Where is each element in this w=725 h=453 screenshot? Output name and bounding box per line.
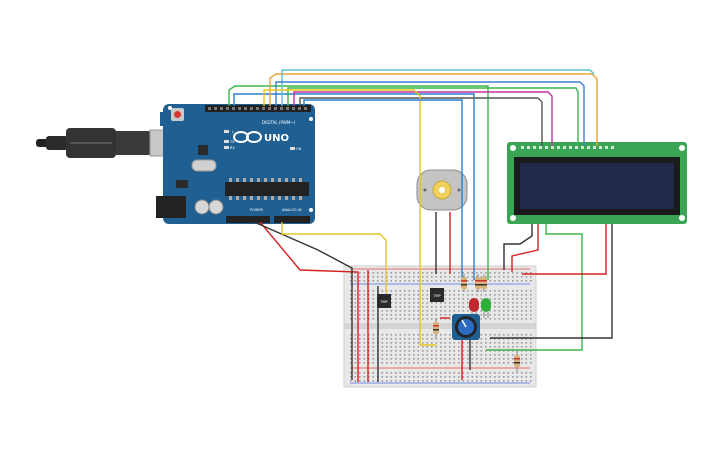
sensor-label-1: TMP [379,300,387,304]
capacitor-1 [194,199,210,215]
wire-lcd-contrast[interactable] [486,224,583,351]
temp-sensor-1[interactable]: TMP [377,294,391,308]
wire-lcd-backlight-neg[interactable] [490,224,613,339]
digital-wires [228,69,598,346]
potentiometer[interactable] [452,314,480,340]
arduino-logo-icon [233,131,262,143]
temp-sensor-2[interactable]: TMP [430,288,444,302]
resistor-1[interactable] [461,274,467,292]
power-header [226,216,270,223]
reset-button-cap[interactable] [174,111,181,118]
arduino-uno-board[interactable]: DIGITAL (PWM~) UNO L TX RX ON [156,104,315,224]
analog-header [274,216,310,223]
lcd-screen [520,163,674,209]
wire-magenta-lcd[interactable] [293,91,553,146]
wire-lcd-gnd[interactable] [503,224,533,270]
analog-label: ANALOG IN [282,208,302,212]
wire-lcd-vcc[interactable] [511,224,539,272]
dc-motor[interactable] [416,169,468,211]
wire-blue-led[interactable] [233,93,475,280]
breadboard[interactable] [343,265,537,388]
resistor-3[interactable] [481,274,487,292]
wire-5v[interactable] [259,221,359,382]
wire-yellow-motor[interactable] [263,89,436,346]
wire-green-lcd[interactable] [287,87,579,146]
lcd-display-16x2[interactable] [507,142,687,224]
sensor-label-2: TMP [432,294,440,298]
crystal-oscillator [191,159,217,172]
power-jack[interactable] [156,196,186,218]
usb-cable[interactable] [36,128,173,158]
resistor-5[interactable] [514,350,520,372]
wire-cyan-lcd[interactable] [281,69,595,106]
resistor-4[interactable] [433,318,439,338]
capacitor-2 [208,199,224,215]
resistor-2[interactable] [475,274,481,292]
led-green[interactable] [481,298,491,318]
digital-label: DIGITAL (PWM~) [262,120,296,125]
power-label: POWER [250,208,264,212]
led-label-l: L [232,130,234,134]
power-wires [253,212,613,382]
wire-green-led[interactable] [228,85,489,280]
board-model-label: UNO [264,133,289,144]
wire-blue-transistor[interactable] [303,99,463,282]
on-label: ON [296,147,302,151]
atmega-chip [225,182,309,196]
wire-a0-sensor[interactable] [281,222,387,296]
led-label-tx: TX [229,140,235,144]
wire-orange-lcd[interactable] [269,73,598,146]
wire-lcd-backlight-pos[interactable] [522,224,607,275]
wire-gray-lcd[interactable] [299,97,543,146]
wire-gnd[interactable] [253,221,353,380]
led-label-rx: RX [230,146,235,150]
